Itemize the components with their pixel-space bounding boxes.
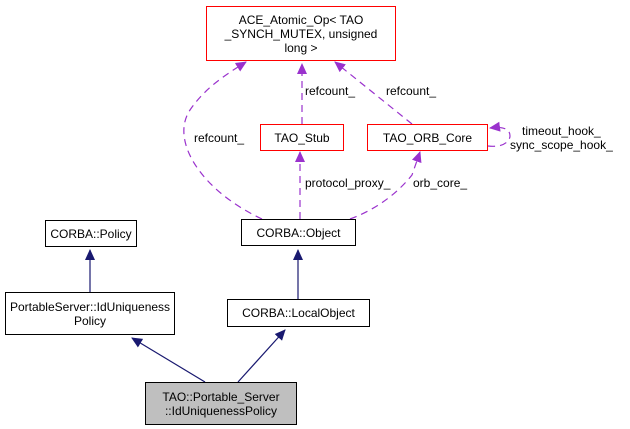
node-label: PortableServer::IdUniqueness Policy bbox=[9, 299, 171, 328]
node-label: ACE_Atomic_Op< TAO _SYNCH_MUTEX, unsigne… bbox=[224, 12, 378, 55]
edge-orb-refcount-ace bbox=[334, 61, 413, 125]
edge-label-orb-self: timeout_hook_ sync_scope_hook_ bbox=[510, 124, 613, 152]
node-label: TAO_ORB_Core bbox=[382, 130, 473, 145]
node-corba-object[interactable]: CORBA::Object bbox=[241, 219, 356, 246]
edge-label-orb-core: orb_core_ bbox=[413, 176, 468, 190]
edge-tao-to-idu-policy bbox=[131, 337, 206, 383]
edge-label-refcount-orb: refcount_ bbox=[386, 84, 437, 98]
node-label: CORBA::Policy bbox=[50, 226, 132, 241]
node-label: CORBA::Object bbox=[256, 225, 341, 240]
edge-orb-self-hooks bbox=[487, 121, 511, 147]
node-label: TAO::Portable_Server ::IdUniquenessPolic… bbox=[162, 389, 280, 418]
node-local-object[interactable]: CORBA::LocalObject bbox=[227, 299, 370, 327]
node-ace-atomic-op[interactable]: ACE_Atomic_Op< TAO _SYNCH_MUTEX, unsigne… bbox=[206, 6, 396, 61]
node-label: TAO_Stub bbox=[274, 130, 330, 145]
node-tao-stub[interactable]: TAO_Stub bbox=[260, 124, 344, 151]
edge-label-refcount-object: refcount_ bbox=[194, 131, 245, 145]
edge-object-refcount-ace bbox=[183, 61, 263, 220]
edge-object-orb-core bbox=[349, 151, 422, 220]
edge-label-refcount-stub: refcount_ bbox=[305, 84, 356, 98]
node-idu-policy[interactable]: PortableServer::IdUniqueness Policy bbox=[5, 292, 175, 335]
edge-tao-to-local-object bbox=[237, 329, 286, 383]
node-label: CORBA::LocalObject bbox=[242, 306, 355, 320]
node-tao-idu-policy[interactable]: TAO::Portable_Server ::IdUniquenessPolic… bbox=[145, 382, 297, 425]
node-tao-orb-core[interactable]: TAO_ORB_Core bbox=[367, 124, 488, 151]
node-corba-policy[interactable]: CORBA::Policy bbox=[45, 220, 137, 247]
edge-label-protocol-proxy: protocol_proxy_ bbox=[305, 176, 391, 190]
